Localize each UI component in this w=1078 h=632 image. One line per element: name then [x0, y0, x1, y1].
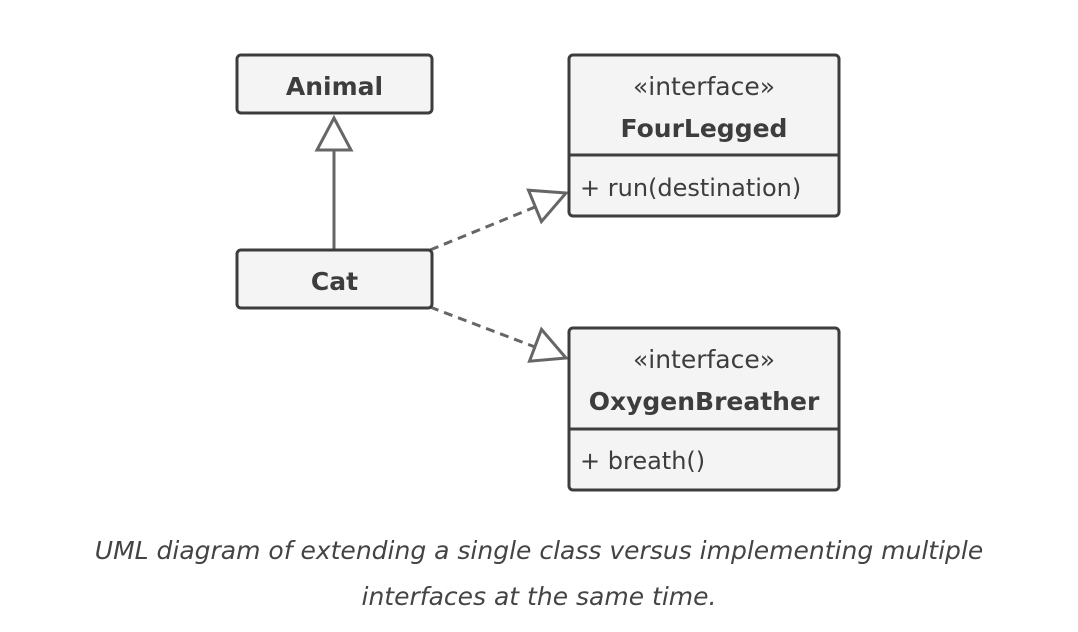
interface-oxygenbreather-name: OxygenBreather: [589, 387, 820, 416]
class-cat-name: Cat: [311, 267, 358, 296]
figure-caption: UML diagram of extending a single class …: [0, 528, 1078, 620]
interface-oxygenbreather: «interface» OxygenBreather + breath(): [567, 326, 841, 492]
realization-line-cat-oxygenbreather: [429, 305, 536, 349]
interface-fourlegged-stereotype: «interface»: [633, 72, 775, 101]
inheritance-arrowhead: [314, 114, 354, 152]
interface-fourlegged-box: [567, 53, 841, 218]
realization-line-cat-fourlegged: [429, 205, 536, 252]
interface-fourlegged-name: FourLegged: [621, 114, 788, 143]
class-cat-box: [235, 248, 434, 310]
interface-oxygenbreather-box: [567, 326, 841, 492]
realization-arrowhead-oxygenbreather: [527, 326, 570, 363]
realization-arrowhead-fourlegged: [526, 188, 570, 225]
uml-diagram: Animal Cat «interface» FourLegged + run(…: [235, 53, 841, 492]
class-cat: Cat: [235, 248, 434, 310]
interface-fourlegged-method: + run(destination): [580, 174, 801, 202]
interface-fourlegged: «interface» FourLegged + run(destination…: [567, 53, 841, 218]
caption-line-1: UML diagram of extending a single class …: [94, 536, 984, 565]
class-animal-box: [235, 53, 434, 115]
interface-oxygenbreather-method: + breath(): [580, 447, 705, 475]
class-animal: Animal: [235, 53, 434, 115]
edges: [314, 114, 570, 363]
class-animal-name: Animal: [286, 72, 383, 101]
interface-oxygenbreather-stereotype: «interface»: [633, 345, 775, 374]
caption-line-2: interfaces at the same time.: [361, 582, 717, 611]
